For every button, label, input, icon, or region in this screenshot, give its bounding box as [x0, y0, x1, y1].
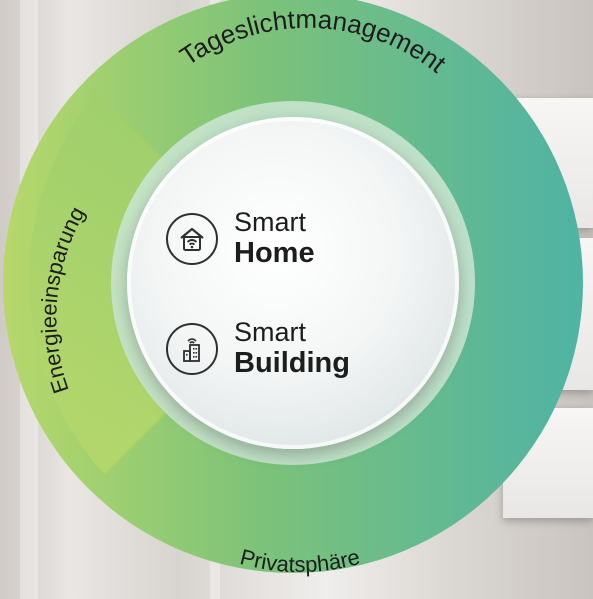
smart-home-line1: Smart: [234, 207, 307, 237]
smart-home-line2: Home: [234, 237, 315, 269]
smart-building-entry: Smart Building: [166, 319, 350, 378]
center-disc: [127, 117, 459, 449]
smart-building-icon: [166, 322, 218, 375]
smart-building-line1: Smart: [234, 317, 307, 347]
smart-home-entry: Smart Home: [166, 209, 315, 268]
smart-home-icon: [166, 212, 218, 265]
smart-building-line2: Building: [234, 347, 350, 379]
